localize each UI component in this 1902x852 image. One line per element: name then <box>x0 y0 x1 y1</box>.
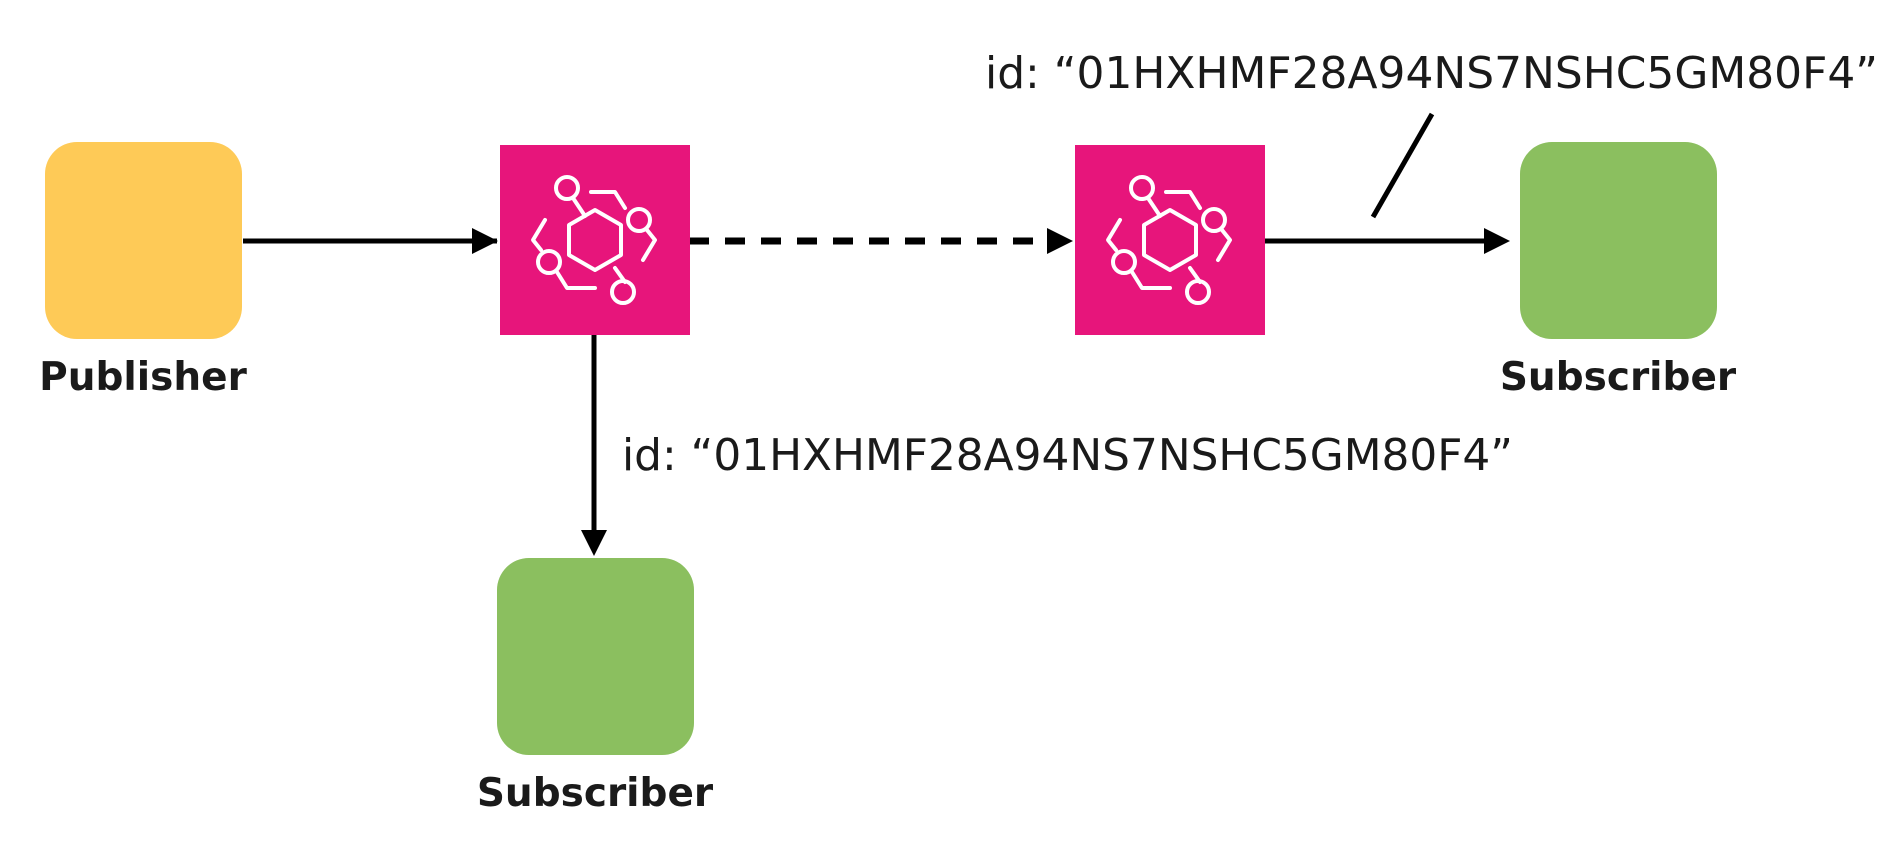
subscriber-right-node <box>1520 142 1717 339</box>
event-bus-source-node <box>500 145 690 335</box>
arrowhead-publisher-to-bus <box>472 228 498 254</box>
bottom-edge-id-label: id: “01HXHMF28A94NS7NSHC5GM80F4” <box>622 430 1513 481</box>
publisher-label: Publisher <box>39 355 247 400</box>
right-edge-id-label: id: “01HXHMF28A94NS7NSHC5GM80F4” <box>985 48 1878 99</box>
event-bus-target-node <box>1075 145 1265 335</box>
arrowhead-bus-to-subscriber-bottom <box>581 530 607 556</box>
subscriber-right-label: Subscriber <box>1500 355 1737 400</box>
subscriber-bottom-node <box>497 558 694 755</box>
arrowhead-bus-to-subscriber-right <box>1484 228 1510 254</box>
arrowhead-bus-to-bus <box>1047 228 1073 254</box>
subscriber-bottom-label: Subscriber <box>477 771 714 816</box>
publisher-node <box>45 142 242 339</box>
callout-leader-line <box>1370 112 1435 219</box>
